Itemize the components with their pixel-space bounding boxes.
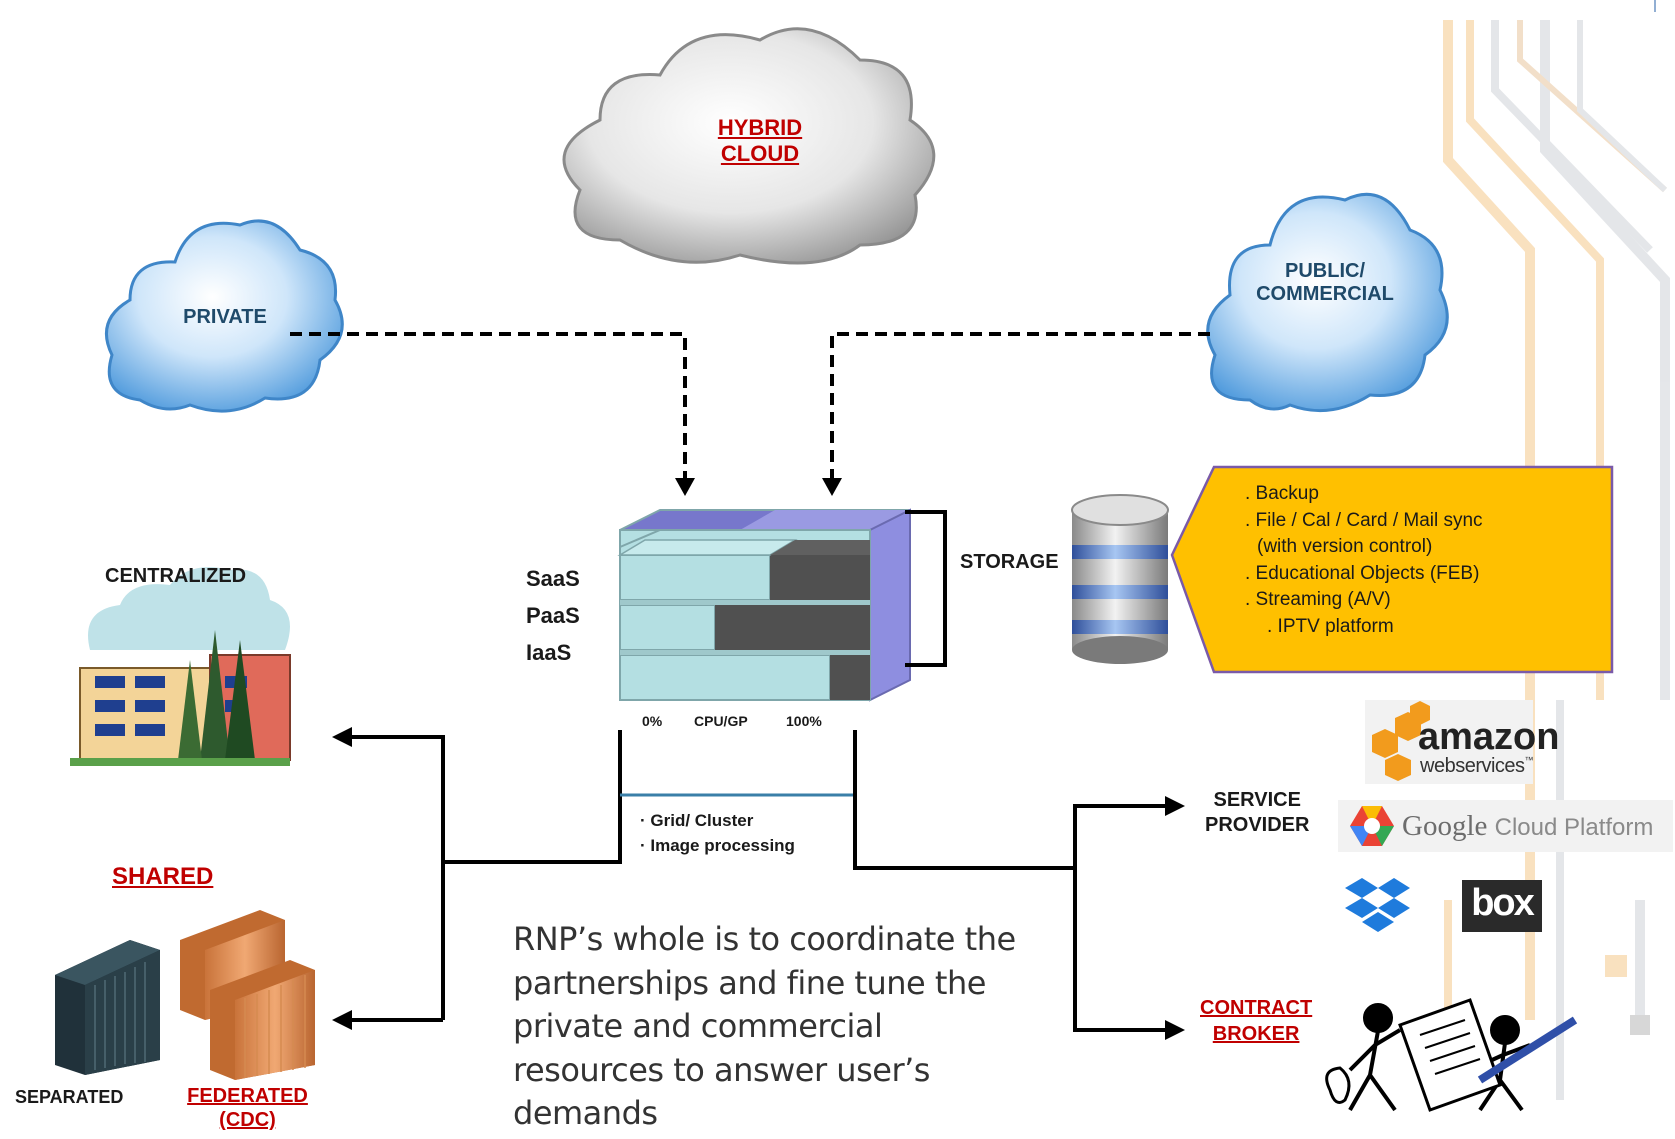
shared-label: SHARED — [112, 863, 214, 890]
hybrid-cloud-label-line1: HYBRID — [717, 115, 803, 140]
public-cloud-label: PUBLIC/ COMMERCIAL — [1240, 260, 1410, 306]
stack-layer-paas: PaaS — [526, 603, 580, 628]
google-brand: Google — [1402, 810, 1488, 842]
amazon-trademark: ™ — [1524, 755, 1534, 765]
storage-bracket — [905, 510, 947, 667]
dashed-arrowheads — [675, 478, 842, 496]
private-cloud-label: PRIVATE — [183, 306, 267, 328]
google-cloud-logo — [1338, 800, 1673, 852]
box-logo — [1462, 880, 1542, 932]
storage-services-callout — [1170, 465, 1614, 674]
rnp-statement-line: demands — [513, 1094, 658, 1132]
storage-label: STORAGE — [960, 551, 1059, 573]
rnp-statement-line: RNP’s whole is to coordinate the — [513, 920, 1016, 958]
hybrid-cloud-shape — [562, 27, 936, 265]
centralized-label: CENTRALIZED — [105, 565, 247, 587]
google-logo-text: Google Cloud Platform — [1402, 810, 1653, 843]
separated-label: SEPARATED — [15, 1087, 124, 1107]
federated-label: FEDERATED (CDC) — [175, 1084, 320, 1132]
storage-service-item: (with version control) — [1257, 536, 1433, 557]
federated-label-line2: (CDC) — [219, 1109, 276, 1131]
public-cloud-label-line2: COMMERCIAL — [1256, 283, 1394, 305]
public-cloud-shape — [1206, 192, 1449, 413]
dropbox-logo — [1345, 878, 1410, 932]
amazon-logo-text: amazon — [1418, 716, 1560, 758]
stack-layer-iaas: IaaS — [526, 640, 572, 665]
contract-broker-label: CONTRACT BROKER — [1200, 995, 1312, 1047]
amazon-logo-subtext: webservices™ — [1420, 755, 1534, 778]
rnp-statement-line: private and commercial — [513, 1007, 883, 1045]
axis-label-100: 100% — [786, 713, 822, 729]
service-provider-line2: PROVIDER — [1205, 814, 1310, 836]
service-provider-line1: SERVICE — [1213, 789, 1301, 811]
box-logo-text: box — [1471, 882, 1535, 924]
separated-container-icon — [55, 940, 160, 1075]
storage-service-item: . File / Cal / Card / Mail sync — [1245, 509, 1483, 531]
stack-layer-labels: SaaS PaaS IaaS — [526, 560, 580, 671]
google-product: Cloud Platform — [1494, 814, 1654, 841]
public-cloud-label-line1: PUBLIC/ — [1285, 260, 1365, 282]
grid-item: · Image processing — [640, 836, 795, 855]
amazon-logo — [1365, 700, 1533, 784]
connector-arrowheads — [332, 727, 1185, 1040]
storage-services-list: . Backup . File / Cal / Card / Mail sync… — [1245, 481, 1483, 640]
rnp-statement: RNP’s whole is to coordinate the partner… — [513, 918, 1016, 1136]
stack-layer-saas: SaaS — [526, 566, 580, 591]
storage-service-item: . IPTV platform — [1267, 615, 1394, 637]
grid-item: · Grid/ Cluster — [640, 811, 754, 830]
rnp-statement-line: resources to answer user’s — [513, 1050, 930, 1089]
rnp-statement-line: partnerships and fine tune the — [513, 963, 986, 1002]
contract-broker-illustration — [1325, 998, 1578, 1112]
axis-label-0: 0% — [642, 713, 663, 729]
grid-items: · Grid/ Cluster · Image processing — [640, 808, 795, 858]
storage-service-item: . Streaming (A/V) — [1245, 589, 1391, 610]
dashed-connectors — [290, 332, 1210, 480]
federated-label-line1: FEDERATED — [187, 1085, 308, 1107]
storage-service-item: . Educational Objects (FEB) — [1245, 562, 1480, 584]
storage-service-item: . Backup — [1245, 483, 1319, 504]
building-icon — [70, 567, 291, 766]
grid-connector — [340, 730, 1175, 1032]
amazon-logo-subtext-word: webservices — [1420, 755, 1525, 777]
axis-label-cpu: CPU/GP — [694, 713, 748, 729]
contract-broker-line1: CONTRACT — [1200, 997, 1313, 1019]
contract-broker-line2: BROKER — [1212, 1023, 1300, 1045]
hybrid-cloud-label-line2: CLOUD — [720, 141, 800, 166]
database-icon — [1071, 494, 1169, 664]
federated-container-icon — [180, 910, 315, 1080]
private-cloud-shape — [104, 219, 344, 413]
hybrid-cloud-label: HYBRID CLOUD — [690, 115, 830, 167]
service-provider-label: SERVICE PROVIDER — [1205, 788, 1309, 838]
service-stack-cube — [617, 508, 911, 702]
